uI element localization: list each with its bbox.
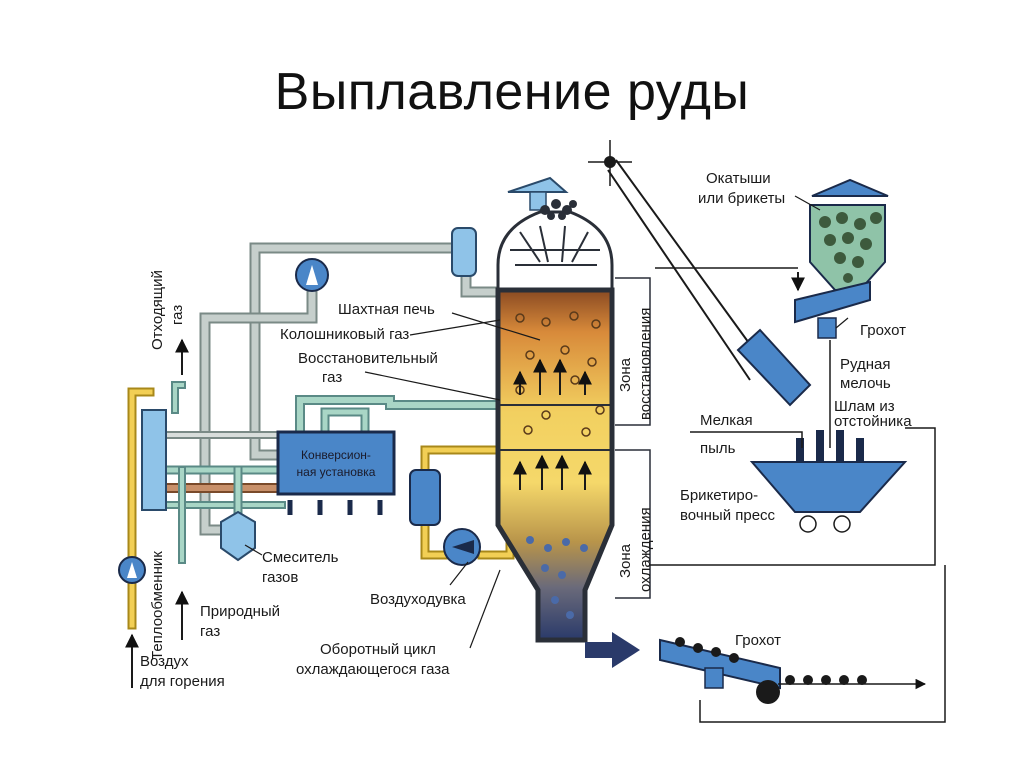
label-vozdukhoduvka: Воздуходувка (370, 591, 466, 608)
pellet-hopper-roof (811, 178, 889, 197)
label-melkaya-1: Мелкая (700, 412, 753, 429)
label-vosst-1: Восстановительный (298, 350, 438, 367)
label-smesitel-1: Смеситель (262, 549, 339, 566)
label-koloshnikovy: Колошниковый газ (280, 326, 409, 343)
label-rudnaya-2: мелочь (840, 375, 891, 392)
label-shlam-2: отстойника (834, 413, 912, 430)
label-okatyshi-2: или брикеты (698, 190, 785, 207)
label-grokhot-bottom: Грохот (735, 632, 781, 649)
zone-bracket-reduction (615, 277, 651, 426)
label-prirodny-2: газ (200, 623, 220, 640)
briquetting-press (749, 461, 908, 513)
label-oborot-2: охлаждающегося газа (296, 661, 450, 678)
label-shakhtnaya: Шахтная печь (338, 301, 435, 318)
cooling-gas-cycle (420, 445, 503, 475)
discharge-arrow (585, 632, 640, 668)
label-briket-2: вочный пресс (680, 507, 776, 524)
conversion-unit (276, 430, 396, 496)
inclined-conveyor (607, 159, 771, 381)
skip-bucket (736, 328, 812, 407)
label-zona-vosst-1: Зона (617, 357, 634, 392)
gas-mixer (220, 510, 256, 562)
label-teploobmennik: Теплообменник (149, 551, 166, 660)
label-zona-okhl-1: Зона (617, 543, 634, 578)
conversion-label-1: Конверсион- (301, 448, 371, 462)
label-zona-okhl-2: охлаждения (637, 507, 654, 592)
label-vozdukh-2: для горения (140, 673, 225, 690)
label-otkhod-2: газ (169, 305, 186, 325)
conversion-label-2: ная установка (297, 465, 376, 479)
pipes (127, 242, 515, 630)
page-title: Выплавление руды (274, 63, 750, 121)
label-melkaya-2: пыль (700, 440, 736, 457)
label-oborot-1: Оборотный цикл (320, 641, 436, 658)
zone-bracket-cooling (615, 449, 651, 599)
label-vozdukh-1: Воздух (140, 653, 189, 670)
label-zona-vosst-2: восстановления (637, 308, 654, 420)
label-rudnaya-1: Рудная (840, 356, 891, 373)
shaft-furnace (495, 176, 640, 668)
label-prirodny-1: Природный (200, 603, 280, 620)
label-okatyshi-1: Окатыши (706, 170, 771, 187)
label-briket-1: Брикетиро- (680, 487, 758, 504)
label-grokhot-top: Грохот (860, 322, 906, 339)
label-smesitel-2: газов (262, 569, 298, 586)
heat-exchanger (141, 409, 167, 511)
scrubber (451, 227, 477, 277)
cooling-vessel (409, 469, 441, 526)
screen-top (794, 280, 871, 324)
label-vosst-2: газ (322, 369, 342, 386)
screen-bottom (659, 638, 781, 690)
label-otkhod-1: Отходящий (149, 270, 166, 350)
label-shlam-1: Шлам из (834, 398, 895, 415)
